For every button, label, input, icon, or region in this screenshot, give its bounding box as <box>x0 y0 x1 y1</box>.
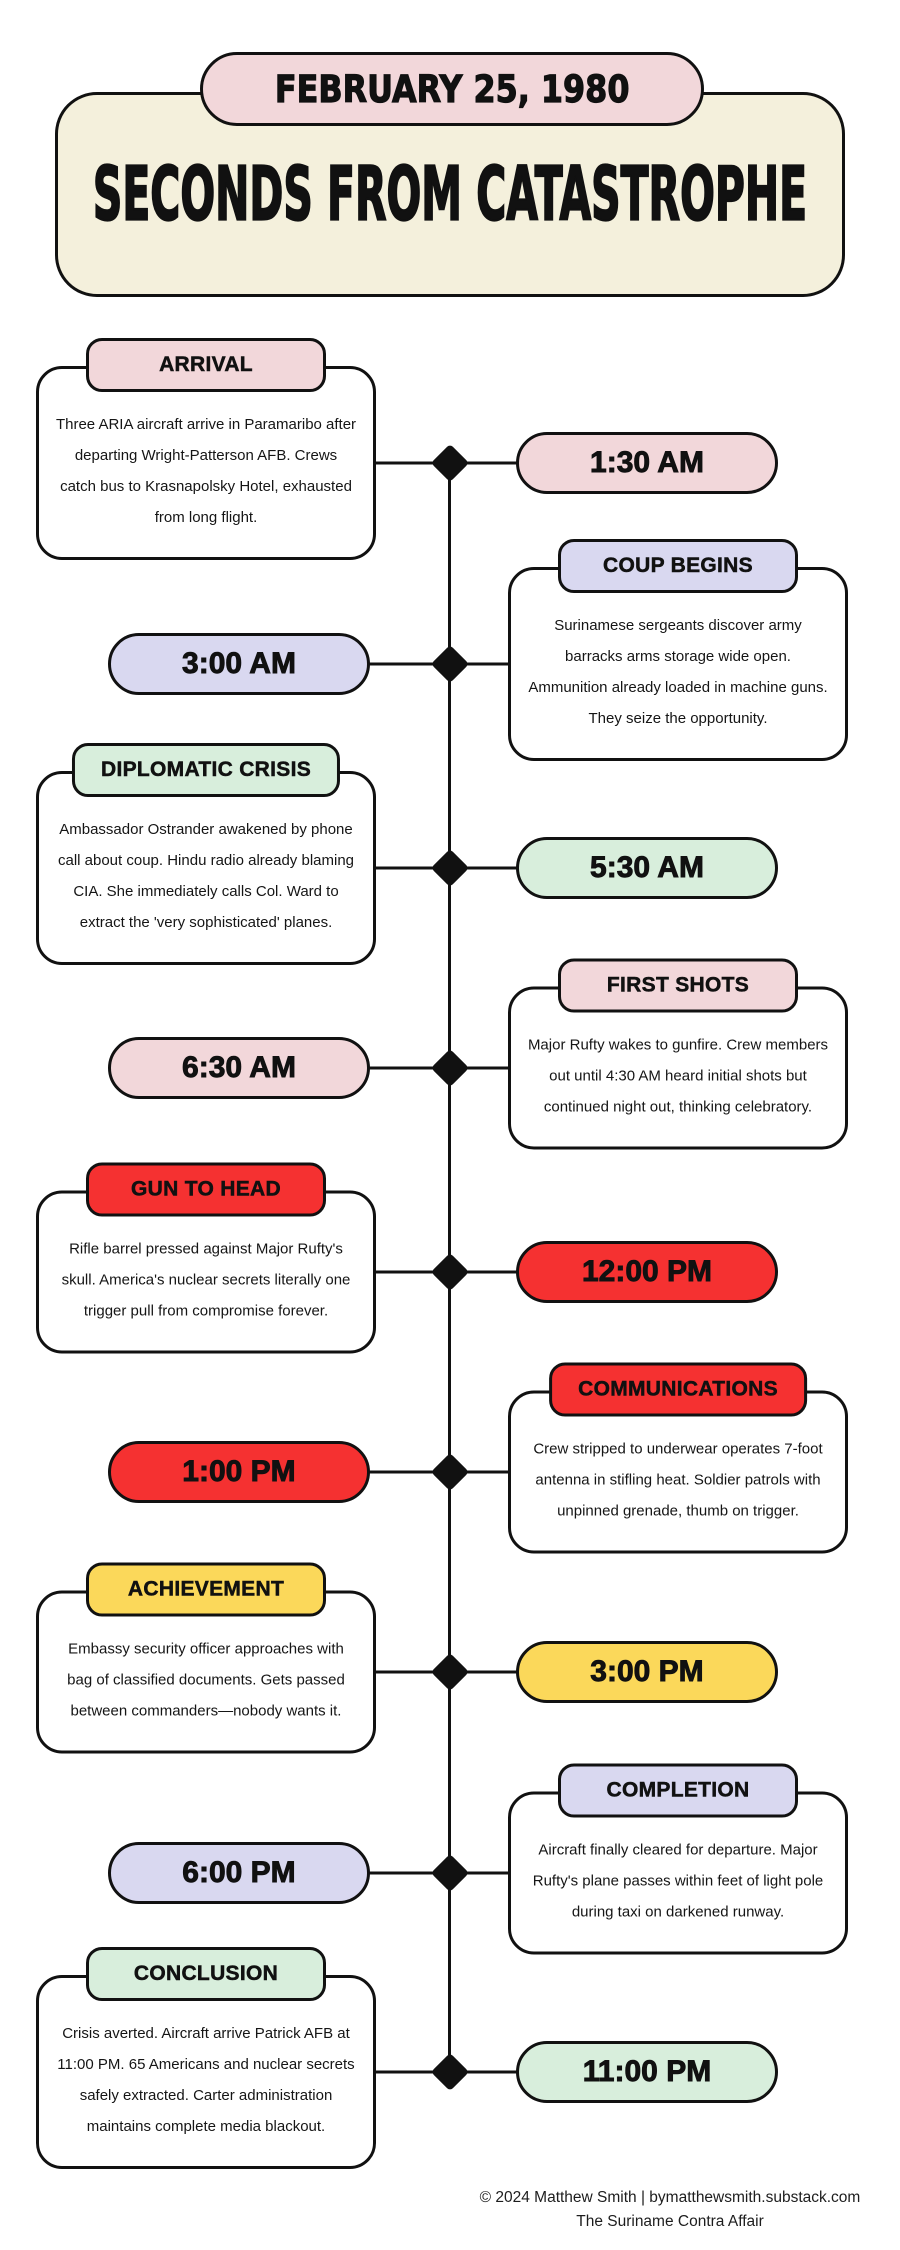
event-title-pill: COUP BEGINS <box>558 539 798 593</box>
event-title-pill: FIRST SHOTS <box>558 958 798 1013</box>
date-label: FEBRUARY 25, 1980 <box>274 67 630 111</box>
diamond-marker-icon <box>430 1252 470 1292</box>
time-pill: 1:00 PM <box>108 1441 370 1503</box>
footer-credit-line2: The Suriname Contra Affair <box>576 2213 764 2230</box>
footer-credit-line1: © 2024 Matthew Smith | bymatthewsmith.su… <box>479 2189 861 2206</box>
time-pill: 5:30 AM <box>516 837 778 899</box>
diamond-marker-icon <box>430 1048 470 1088</box>
event-title-pill: ACHIEVEMENT <box>86 1562 326 1617</box>
event-description: Crew stripped to underwear operates 7-fo… <box>533 1440 823 1520</box>
event-card-box: Three ARIA aircraft arrive in Paramaribo… <box>36 366 376 560</box>
diamond-marker-icon <box>430 848 470 888</box>
event-title-pill: ARRIVAL <box>86 338 326 392</box>
event-card-box: Rifle barrel pressed against Major Rufty… <box>36 1190 376 1354</box>
event-description: Surinamese sergeants discover army barra… <box>528 617 828 727</box>
event-card: COMPLETION Aircraft finally cleared for … <box>508 1763 848 1955</box>
event-description: Aircraft finally cleared for departure. … <box>532 1841 824 1921</box>
diamond-marker-icon <box>430 1452 470 1492</box>
event-card: FIRST SHOTS Major Rufty wakes to gunfire… <box>508 958 848 1150</box>
time-pill: 6:00 PM <box>108 1842 370 1904</box>
event-card: GUN TO HEAD Rifle barrel pressed against… <box>36 1162 376 1354</box>
event-description: Major Rufty wakes to gunfire. Crew membe… <box>527 1036 829 1116</box>
event-description: Embassy security officer approaches with… <box>67 1640 345 1720</box>
time-pill: 3:00 AM <box>108 633 370 695</box>
event-card: COUP BEGINS Surinamese sergeants discove… <box>508 539 848 761</box>
event-title-pill: COMMUNICATIONS <box>549 1362 807 1417</box>
event-card-box: Crisis averted. Aircraft arrive Patrick … <box>36 1975 376 2169</box>
event-title-pill: CONCLUSION <box>86 1947 326 2001</box>
time-pill: 6:30 AM <box>108 1037 370 1099</box>
event-description: Three ARIA aircraft arrive in Paramaribo… <box>55 416 357 526</box>
diamond-marker-icon <box>430 1853 470 1893</box>
event-card-box: Surinamese sergeants discover army barra… <box>508 567 848 761</box>
event-description: Rifle barrel pressed against Major Rufty… <box>61 1240 351 1320</box>
event-description: Crisis averted. Aircraft arrive Patrick … <box>57 2025 355 2135</box>
footer-credit: © 2024 Matthew Smith | bymatthewsmith.su… <box>420 2186 900 2234</box>
event-card-box: Crew stripped to underwear operates 7-fo… <box>508 1390 848 1554</box>
event-card-box: Ambassador Ostrander awakened by phone c… <box>36 771 376 965</box>
event-card: DIPLOMATIC CRISIS Ambassador Ostrander a… <box>36 743 376 965</box>
date-badge: FEBRUARY 25, 1980 <box>200 52 704 126</box>
diamond-marker-icon <box>430 644 470 684</box>
event-card-box: Embassy security officer approaches with… <box>36 1590 376 1754</box>
diamond-marker-icon <box>430 443 470 483</box>
event-card: ARRIVAL Three ARIA aircraft arrive in Pa… <box>36 338 376 560</box>
event-card: CONCLUSION Crisis averted. Aircraft arri… <box>36 1947 376 2169</box>
page-title: SECONDS FROM CATASTROPHE <box>92 150 808 238</box>
diamond-marker-icon <box>430 2052 470 2092</box>
event-title-pill: COMPLETION <box>558 1763 798 1818</box>
title-banner: SECONDS FROM CATASTROPHE <box>55 92 845 297</box>
diamond-marker-icon <box>430 1652 470 1692</box>
time-pill: 11:00 PM <box>516 2041 778 2103</box>
event-card: ACHIEVEMENT Embassy security officer app… <box>36 1562 376 1754</box>
event-card-box: Major Rufty wakes to gunfire. Crew membe… <box>508 986 848 1150</box>
event-description: Ambassador Ostrander awakened by phone c… <box>57 821 354 931</box>
event-title-pill: GUN TO HEAD <box>86 1162 326 1217</box>
time-pill: 1:30 AM <box>516 432 778 494</box>
event-card: COMMUNICATIONS Crew stripped to underwea… <box>508 1362 848 1554</box>
event-card-box: Aircraft finally cleared for departure. … <box>508 1791 848 1955</box>
time-pill: 12:00 PM <box>516 1241 778 1303</box>
time-pill: 3:00 PM <box>516 1641 778 1703</box>
event-title-pill: DIPLOMATIC CRISIS <box>71 743 341 797</box>
